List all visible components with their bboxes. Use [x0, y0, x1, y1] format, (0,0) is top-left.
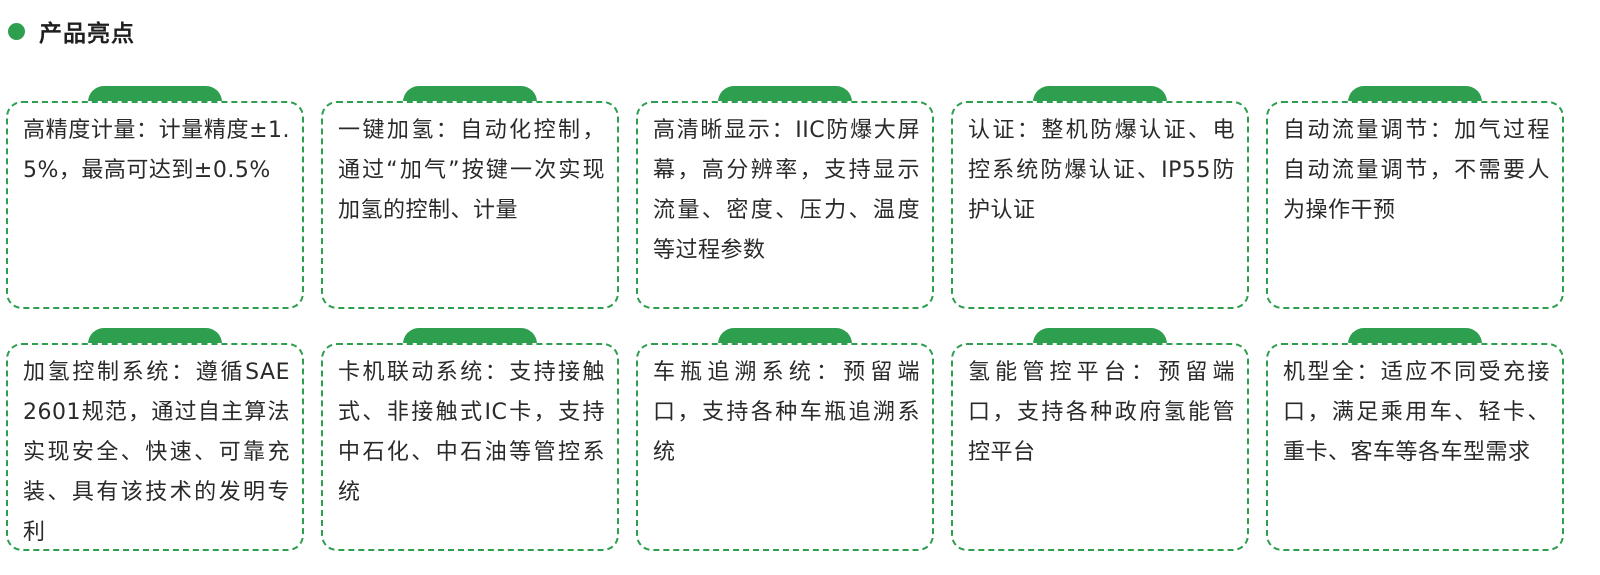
feature-text: 自动流量调节：加气过程自动流量调节，不需要人为操作干预 — [1283, 118, 1550, 223]
card-box: 一键加氢：自动化控制，通过“加气”按键一次实现加氢的控制、计量 — [321, 101, 619, 309]
feature-text: 车瓶追溯系统：预留端口，支持各种车瓶追溯系统 — [653, 360, 920, 465]
section-title: 产品亮点 — [39, 21, 135, 47]
feature-card: 一键加氢：自动化控制，通过“加气”按键一次实现加氢的控制、计量 — [321, 86, 619, 309]
feature-text: 高精度计量：计量精度±1.5%，最高可达到±0.5% — [23, 118, 290, 183]
card-box: 车瓶追溯系统：预留端口，支持各种车瓶追溯系统 — [636, 343, 934, 551]
card-box: 自动流量调节：加气过程自动流量调节，不需要人为操作干预 — [1266, 101, 1564, 309]
feature-card: 机型全：适应不同受充接口，满足乘用车、轻卡、重卡、客车等各车型需求 — [1266, 328, 1564, 551]
card-box: 高清晰显示：IIC防爆大屏幕，高分辨率，支持显示流量、密度、压力、温度等过程参数 — [636, 101, 934, 309]
feature-text: 认证：整机防爆认证、电控系统防爆认证、IP55防护认证 — [968, 118, 1235, 223]
feature-cards-grid: 高精度计量：计量精度±1.5%，最高可达到±0.5% 一键加氢：自动化控制，通过… — [6, 86, 1596, 551]
feature-card: 高精度计量：计量精度±1.5%，最高可达到±0.5% — [6, 86, 304, 309]
feature-text: 高清晰显示：IIC防爆大屏幕，高分辨率，支持显示流量、密度、压力、温度等过程参数 — [653, 118, 920, 263]
section-header: 产品亮点 — [8, 14, 135, 48]
bullet-dot-icon — [8, 22, 25, 40]
feature-text: 一键加氢：自动化控制，通过“加气”按键一次实现加氢的控制、计量 — [338, 118, 605, 223]
feature-text: 加氢控制系统：遵循SAE 2601规范，通过自主算法实现安全、快速、可靠充装、具… — [23, 360, 290, 545]
feature-card: 车瓶追溯系统：预留端口，支持各种车瓶追溯系统 — [636, 328, 934, 551]
feature-card: 自动流量调节：加气过程自动流量调节，不需要人为操作干预 — [1266, 86, 1564, 309]
feature-card: 高清晰显示：IIC防爆大屏幕，高分辨率，支持显示流量、密度、压力、温度等过程参数 — [636, 86, 934, 309]
card-box: 认证：整机防爆认证、电控系统防爆认证、IP55防护认证 — [951, 101, 1249, 309]
feature-text: 机型全：适应不同受充接口，满足乘用车、轻卡、重卡、客车等各车型需求 — [1283, 360, 1550, 465]
card-box: 卡机联动系统：支持接触式、非接触式IC卡，支持中石化、中石油等管控系统 — [321, 343, 619, 551]
card-box: 氢能管控平台：预留端口，支持各种政府氢能管控平台 — [951, 343, 1249, 551]
feature-text: 氢能管控平台：预留端口，支持各种政府氢能管控平台 — [968, 360, 1235, 465]
card-box: 高精度计量：计量精度±1.5%，最高可达到±0.5% — [6, 101, 304, 309]
card-box: 机型全：适应不同受充接口，满足乘用车、轻卡、重卡、客车等各车型需求 — [1266, 343, 1564, 551]
feature-card: 卡机联动系统：支持接触式、非接触式IC卡，支持中石化、中石油等管控系统 — [321, 328, 619, 551]
feature-card: 加氢控制系统：遵循SAE 2601规范，通过自主算法实现安全、快速、可靠充装、具… — [6, 328, 304, 551]
card-box: 加氢控制系统：遵循SAE 2601规范，通过自主算法实现安全、快速、可靠充装、具… — [6, 343, 304, 551]
feature-text: 卡机联动系统：支持接触式、非接触式IC卡，支持中石化、中石油等管控系统 — [338, 360, 605, 505]
feature-card: 认证：整机防爆认证、电控系统防爆认证、IP55防护认证 — [951, 86, 1249, 309]
feature-card: 氢能管控平台：预留端口，支持各种政府氢能管控平台 — [951, 328, 1249, 551]
